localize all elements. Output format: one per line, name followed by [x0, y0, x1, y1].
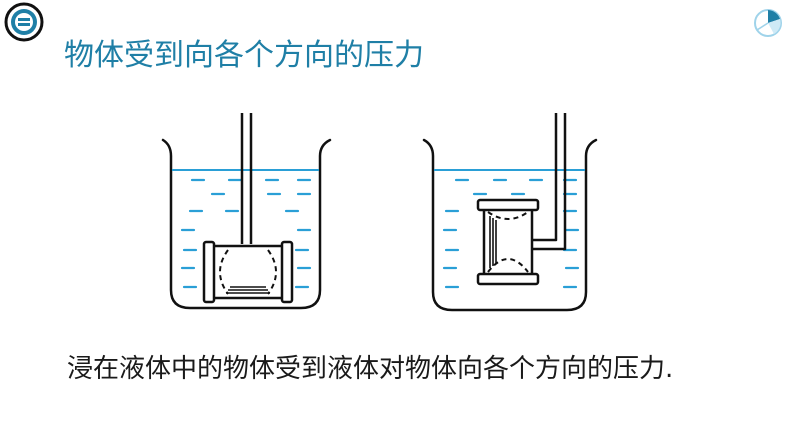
slide-title: 物体受到向各个方向的压力	[64, 38, 424, 73]
right-cylinder	[476, 198, 540, 286]
left-water-dashes	[180, 178, 312, 289]
pie-chart-icon	[754, 9, 782, 37]
left-beaker	[161, 138, 332, 310]
right-beaker	[422, 138, 598, 312]
emblem-logo-icon	[4, 2, 44, 42]
slide-caption: 浸在液体中的物体受到液体对物体向各个方向的压力.	[67, 354, 674, 384]
